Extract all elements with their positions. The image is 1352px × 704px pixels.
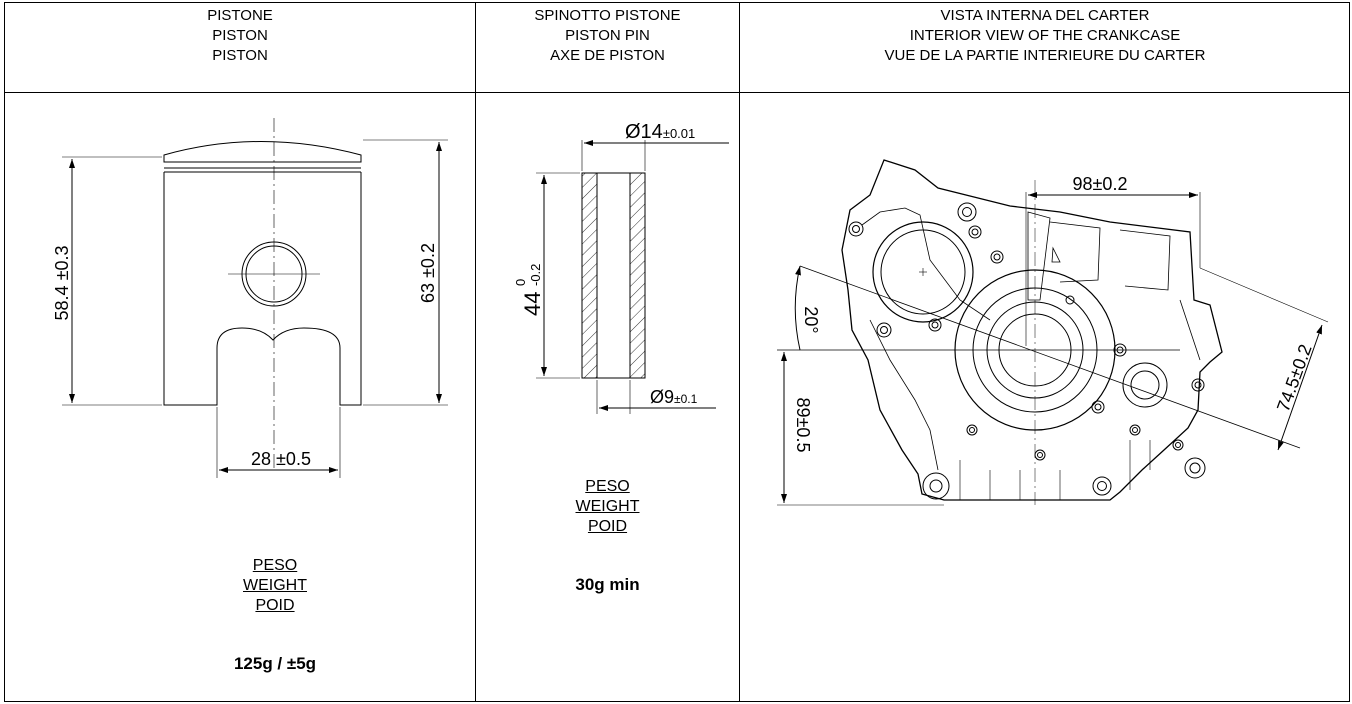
pin-weight-value: 30g min xyxy=(575,575,640,594)
pin-length-label: 44 0 -0.2 xyxy=(513,264,545,316)
crankcase-height-dim-label: 89±0.5 xyxy=(793,398,813,453)
table-frame xyxy=(4,2,1350,702)
weight-label-line: POID xyxy=(587,518,628,535)
column-divider-2 xyxy=(739,2,740,702)
header-piston: PISTONE PISTON PISTON xyxy=(5,6,475,66)
header-line: PISTON xyxy=(212,27,268,44)
column-divider-1 xyxy=(475,2,476,702)
header-line: VUE DE LA PARTIE INTERIEURE DU CARTER xyxy=(884,47,1206,64)
header-piston-pin: SPINOTTO PISTONE PISTON PIN AXE DE PISTO… xyxy=(476,6,739,66)
piston-height-right-label: 63 ±0.2 xyxy=(418,243,438,303)
header-line: PISTONE xyxy=(207,7,273,24)
header-line: INTERIOR VIEW OF THE CRANKCASE xyxy=(909,27,1181,44)
pin-length-tol-upper: 0 xyxy=(513,279,528,286)
crankcase-diagonal-dim-label: 74.5±0.2 xyxy=(1273,342,1316,415)
weight-label-line: WEIGHT xyxy=(575,498,640,515)
header-line: AXE DE PISTON xyxy=(550,47,665,64)
header-line: SPINOTTO PISTONE xyxy=(534,7,681,24)
piston-height-left-label: 58.4 ±0.3 xyxy=(52,246,72,321)
pin-length-value: 44 xyxy=(520,292,545,316)
piston-skirt-width-label: 28 ±0.5 xyxy=(251,449,311,469)
pin-inner-tolerance: ±0.1 xyxy=(674,392,698,406)
piston-weight-label: PESO WEIGHT POID xyxy=(140,556,410,616)
header-crankcase: VISTA INTERNA DEL CARTER INTERIOR VIEW O… xyxy=(740,6,1350,66)
weight-label-line: PESO xyxy=(585,478,630,495)
pin-inner-diameter-label: Ø9±0.1 xyxy=(650,387,698,407)
header-line: VISTA INTERNA DEL CARTER xyxy=(940,7,1150,24)
header-line: PISTON PIN xyxy=(565,27,650,44)
crankcase-angle-label: 20° xyxy=(801,306,821,333)
pin-length-tol-lower: -0.2 xyxy=(528,264,543,286)
piston-drawing xyxy=(62,118,448,478)
header-divider xyxy=(4,92,1350,93)
weight-label-line: PESO xyxy=(252,557,298,574)
piston-pin-drawing xyxy=(536,140,729,414)
pin-outer-diameter-value: Ø14 xyxy=(625,121,663,143)
weight-label-line: POID xyxy=(255,597,295,614)
piston-weight-value: 125g / ±5g xyxy=(233,654,317,673)
weight-label-line: WEIGHT xyxy=(243,577,307,594)
pin-outer-diameter-label: Ø14±0.01 xyxy=(625,121,695,143)
crankcase-top-dim-label: 98±0.2 xyxy=(1073,174,1128,194)
header-line: PISTON xyxy=(212,47,268,64)
pin-outer-tolerance: ±0.01 xyxy=(663,126,695,141)
pin-weight-label: PESO WEIGHT POID xyxy=(476,477,739,537)
pin-inner-diameter-value: Ø9 xyxy=(650,387,674,407)
crankcase-drawing xyxy=(777,159,1329,506)
